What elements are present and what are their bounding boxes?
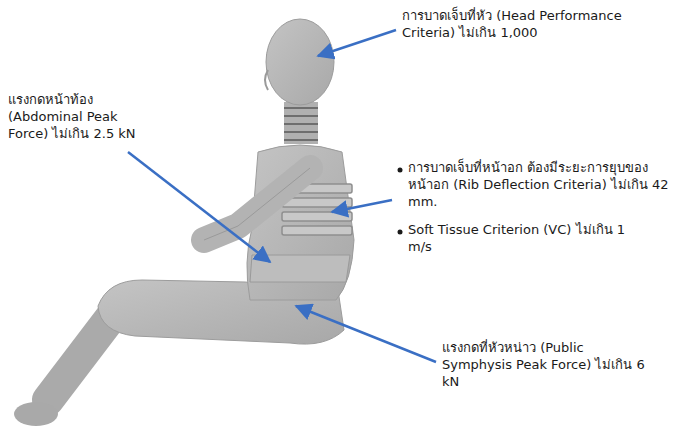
callout-label: แรงกดที่หัวหน่าว (Public Symphysis Peak … [442,340,652,391]
callout-label: แรงกดหน้าท้อง (Abdominal Peak Force) ไม่… [8,92,158,143]
leader-arrow [128,152,270,262]
dummy-figure [14,19,354,426]
neck-ring [284,107,318,109]
neck-ring [284,139,318,141]
bullet-dot [398,168,403,173]
bullet-dot [398,230,403,235]
leader-arrow [296,306,436,362]
leader-arrow [318,30,396,56]
neck-ring [284,115,318,117]
callout-label: Soft Tissue Criterion (VC) ไม่เกิน 1 m/s [408,222,648,256]
neck-ring [284,131,318,133]
leader-arrow [332,200,392,212]
leader-arrows [128,30,436,362]
neck-ring [284,123,318,125]
callout-label: การบาดเจ็บที่หัว (Head Performance Crite… [402,8,674,42]
callout-label: การบาดเจ็บที่หน้าอก ต้องมีระยะการยุบของห… [408,160,674,211]
